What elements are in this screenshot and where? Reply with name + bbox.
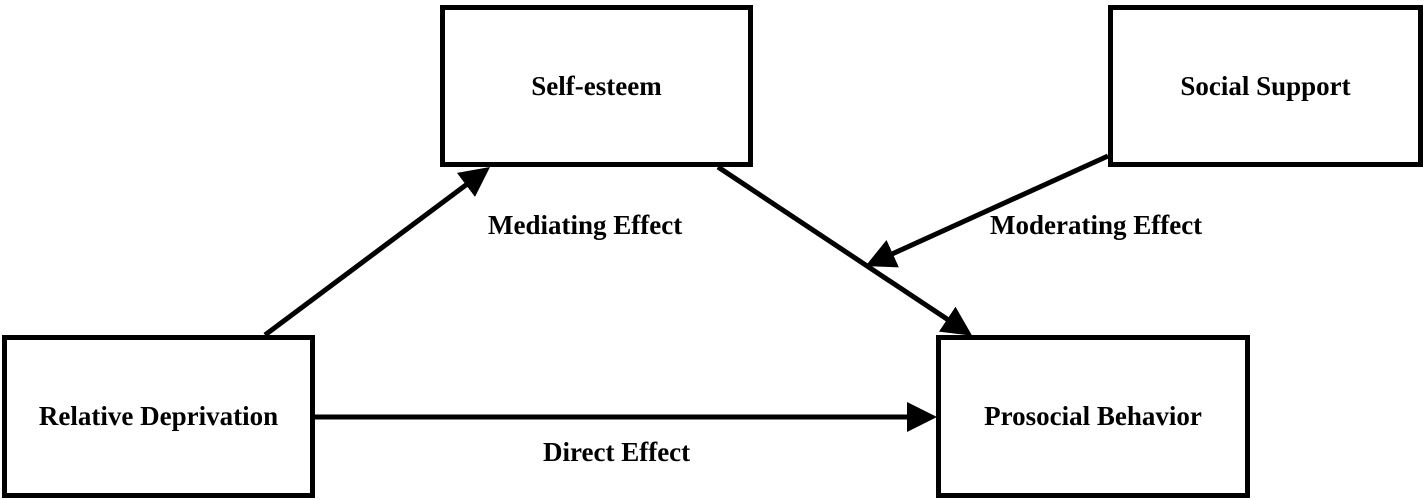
node-label-prosocial-behavior: Prosocial Behavior <box>984 401 1202 431</box>
arrow-social-support-moderation <box>865 153 1110 268</box>
edge-label-moderating-effect: Moderating Effect <box>990 210 1203 240</box>
arrow-self-esteem-to-prosocial <box>716 164 973 336</box>
node-label-relative-deprivation: Relative Deprivation <box>38 401 279 431</box>
edge-label-mediating-effect: Mediating Effect <box>488 210 683 240</box>
node-label-social-support: Social Support <box>1180 70 1351 101</box>
node-self-esteem: Self-esteem <box>440 5 753 167</box>
node-relative-deprivation: Relative Deprivation <box>2 335 315 498</box>
arrow-deprivation-to-self-esteem <box>263 167 491 338</box>
node-social-support: Social Support <box>1108 5 1423 167</box>
node-prosocial-behavior: Prosocial Behavior <box>936 335 1250 498</box>
edge-label-direct-effect: Direct Effect <box>543 437 691 467</box>
node-label-self-esteem: Self-esteem <box>531 70 662 101</box>
